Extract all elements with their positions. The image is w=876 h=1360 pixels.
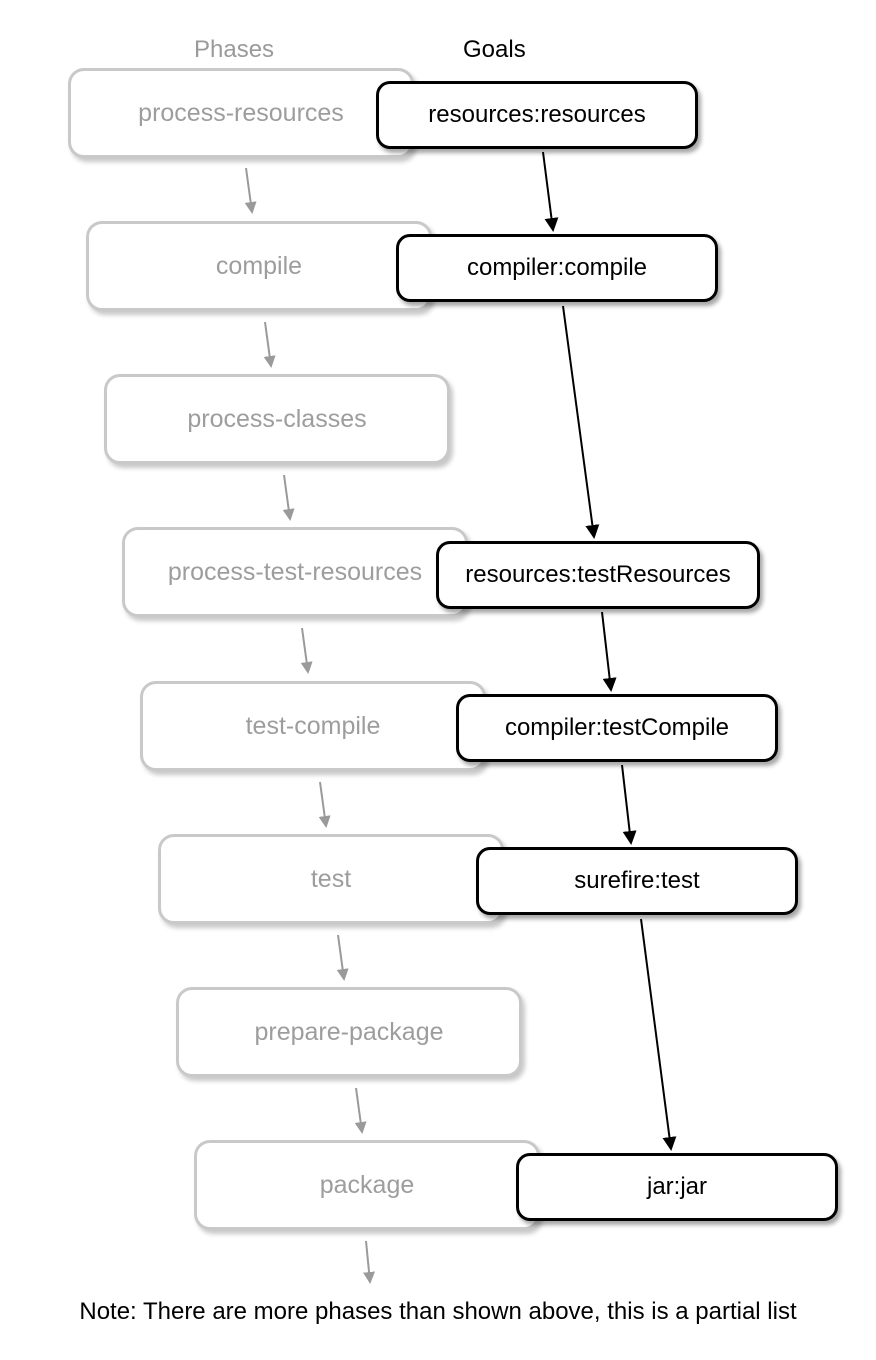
phase-arrow [300,627,313,674]
goal-arrow [640,918,677,1151]
goal-compiler-compile: compiler:compile [396,234,718,302]
goal-resources-testresources: resources:testResources [436,541,760,609]
footnote: Note: There are more phases than shown a… [79,1298,797,1325]
phase-process-classes: process-classes [104,374,450,464]
phase-package: package [194,1140,540,1230]
goal-jar-jar: jar:jar [516,1153,838,1221]
goal-arrow [542,151,559,232]
goal-arrow [601,611,617,692]
phase-test-compile: test-compile [140,681,486,771]
phase-arrow [263,321,276,368]
goal-arrow [621,764,637,845]
goal-compiler-testcompile: compiler:testCompile [456,694,778,762]
goal-surefire-test: surefire:test [476,847,798,915]
goal-resources-resources: resources:resources [376,81,698,149]
phase-arrow [318,781,331,828]
phase-process-resources: process-resources [68,68,414,158]
goal-arrow [562,305,600,539]
phase-test: test [158,834,504,924]
phase-arrow [354,1087,367,1134]
phase-process-test-resources: process-test-resources [122,527,468,617]
phase-arrow [282,474,295,521]
phase-arrow [244,167,257,214]
goals-header: Goals [463,36,526,63]
phase-prepare-package: prepare-package [176,987,522,1077]
phase-arrow [336,934,349,981]
phase-compile: compile [86,221,432,311]
phase-arrow [363,1240,376,1284]
phases-header: Phases [194,36,275,63]
